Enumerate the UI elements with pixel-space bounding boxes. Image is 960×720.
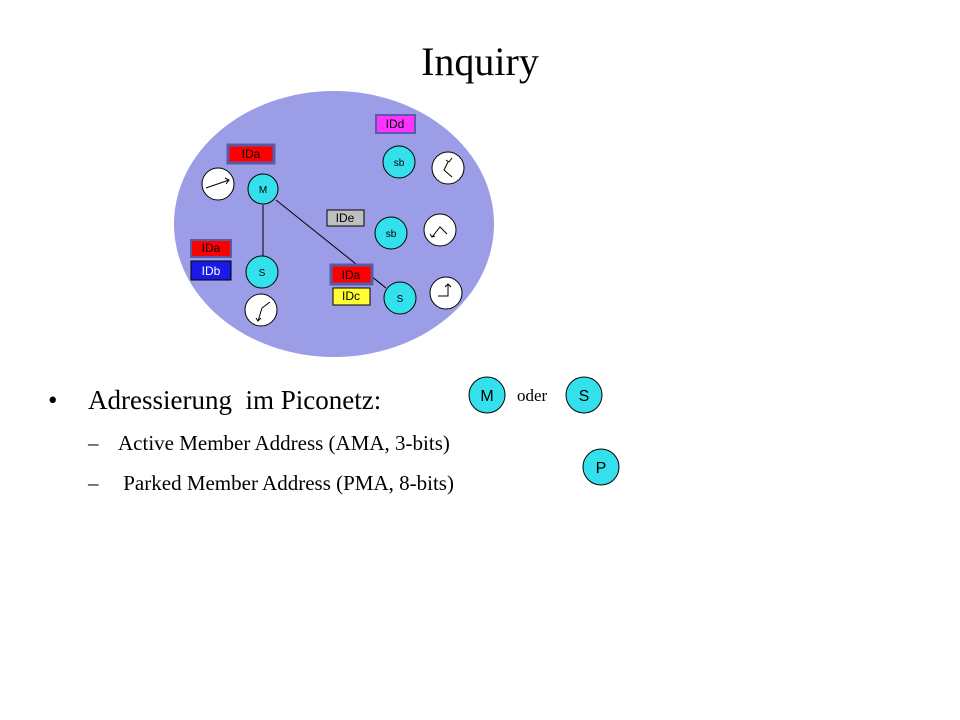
clock-icon <box>423 213 457 247</box>
slide-title: Inquiry <box>421 39 539 84</box>
id-box-e: IDe <box>326 209 365 227</box>
svg-text:IDc: IDc <box>342 289 360 303</box>
slave-node-2: S <box>383 281 417 315</box>
bullet-symbol: • <box>48 385 58 415</box>
svg-text:M: M <box>259 185 267 196</box>
dash-symbol: – <box>88 431 99 455</box>
clock-icon <box>201 167 235 201</box>
slave-node-1: S <box>245 255 279 289</box>
legend-parked-node: P <box>582 448 620 486</box>
svg-text:sb: sb <box>386 229 397 240</box>
id-box-a-slave2: IDa <box>329 263 374 286</box>
svg-text:IDd: IDd <box>386 117 405 131</box>
id-box-a-slave1: IDa <box>190 239 232 258</box>
sub-item-text: Active Member Address (AMA, 3-bits) <box>118 431 450 455</box>
id-box-b: IDb <box>190 260 232 281</box>
svg-text:IDa: IDa <box>242 147 261 161</box>
svg-text:S: S <box>397 294 404 305</box>
svg-text:M: M <box>480 388 493 405</box>
standby-node-2: sb <box>374 216 408 250</box>
sub-item-ama: –Active Member Address (AMA, 3-bits) <box>88 430 450 456</box>
clock-icon <box>244 293 278 327</box>
standby-node-1: sb <box>382 145 416 179</box>
bullet-item: • Adressierung im Piconetz: <box>48 384 381 416</box>
svg-text:P: P <box>596 460 607 477</box>
svg-text:IDb: IDb <box>202 264 221 278</box>
legend-or-label: oder <box>517 386 548 405</box>
svg-text:S: S <box>579 388 590 405</box>
svg-text:IDe: IDe <box>336 211 355 225</box>
sub-item-text: Parked Member Address (PMA, 8-bits) <box>118 471 454 495</box>
svg-text:IDa: IDa <box>342 268 361 282</box>
clock-icon <box>431 151 465 185</box>
id-box-a-master: IDa <box>226 143 276 165</box>
legend-slave-node: S <box>565 376 603 414</box>
master-node: M <box>247 173 279 205</box>
id-box-c: IDc <box>332 287 371 306</box>
sub-item-pma: – Parked Member Address (PMA, 8-bits) <box>88 470 454 496</box>
legend-master-node: M <box>468 376 506 414</box>
dash-symbol: – <box>88 471 99 495</box>
svg-text:IDa: IDa <box>202 241 221 255</box>
id-box-d: IDd <box>375 114 416 134</box>
clock-icon <box>429 276 463 310</box>
svg-text:sb: sb <box>394 158 405 169</box>
bullet-text: Adressierung im Piconetz: <box>88 385 382 415</box>
svg-text:S: S <box>259 268 266 279</box>
